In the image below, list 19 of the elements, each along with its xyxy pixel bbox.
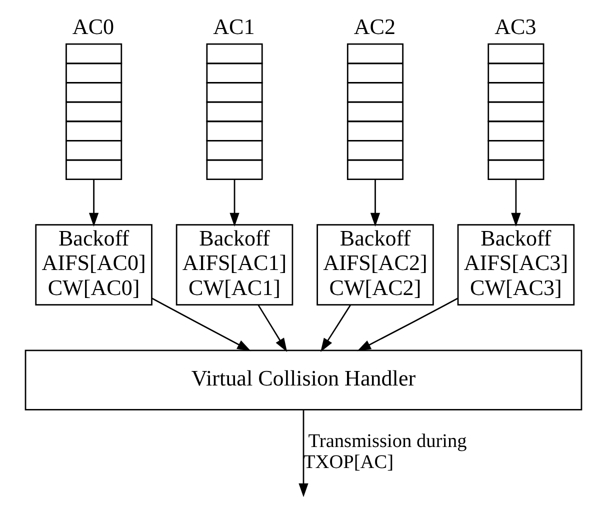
arrow bbox=[320, 304, 352, 352]
node-label: AC3 bbox=[494, 14, 536, 40]
arrow bbox=[88, 180, 99, 227]
node-box: Backoff AIFS[AC0] CW[AC0] bbox=[35, 224, 152, 306]
arrow bbox=[298, 410, 308, 498]
arrow bbox=[357, 298, 458, 352]
node-box: Virtual Collision Handler bbox=[24, 350, 582, 410]
node-label: AC0 bbox=[72, 14, 114, 40]
arrow bbox=[258, 304, 288, 352]
node-label: AC1 bbox=[213, 14, 255, 40]
edge-label: Transmission during TXOP[AC] bbox=[304, 431, 467, 473]
arrow bbox=[230, 180, 240, 227]
node-box: Backoff AIFS[AC3] CW[AC3] bbox=[457, 224, 575, 306]
arrow bbox=[370, 180, 380, 227]
arrow bbox=[511, 180, 521, 227]
node-box: Backoff AIFS[AC1] CW[AC1] bbox=[176, 224, 294, 306]
node-box: Backoff AIFS[AC2] CW[AC2] bbox=[316, 224, 434, 306]
arrow bbox=[152, 298, 251, 352]
node-label: AC2 bbox=[354, 14, 396, 40]
